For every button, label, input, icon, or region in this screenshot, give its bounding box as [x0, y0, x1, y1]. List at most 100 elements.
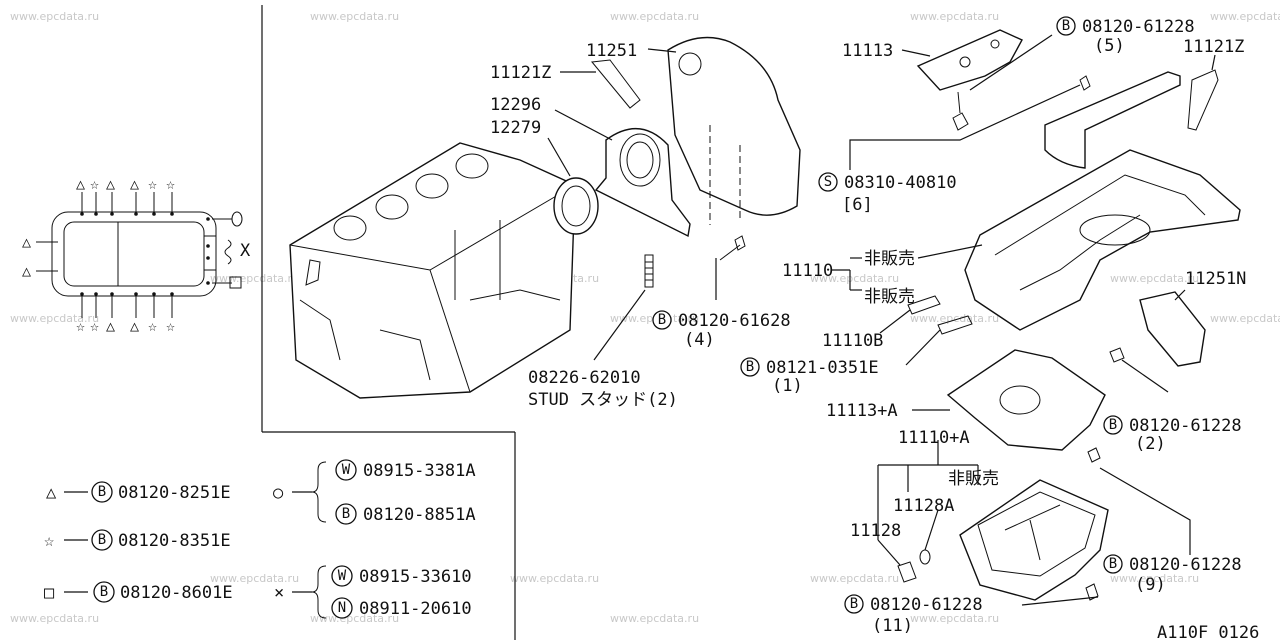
callout-c3: B 08120-61628 (4) — [652, 310, 791, 350]
diagram-code: A110F 0126 — [1157, 623, 1259, 640]
brace-icon — [311, 565, 327, 619]
cylinder-block-illustration — [289, 142, 576, 399]
legend-mark: B — [100, 584, 108, 600]
part-label-11113a: 11113+A — [826, 401, 898, 421]
inset-top-mark: ☆ — [166, 175, 175, 193]
stud-description: STUD スタッド(2) — [528, 390, 678, 410]
callout-qty: (9) — [1135, 575, 1166, 595]
sealant-tube-icon — [591, 59, 641, 109]
frame-lines — [261, 5, 516, 640]
stud-icon — [644, 254, 654, 288]
part-label-11251: 11251 — [586, 41, 637, 61]
legend-x-symbol: × — [274, 583, 284, 603]
callout-c4: B 08121-0351E (1) — [740, 357, 879, 396]
part-label-12296: 12296 — [490, 95, 541, 115]
inset-bottom-mark: ☆ — [76, 317, 85, 335]
inset-left-mark: △ — [22, 233, 31, 251]
callout-c7: B 08120-61228 (11) — [844, 594, 983, 636]
inset-left-mark: △ — [22, 262, 31, 280]
watermark: www.epcdata.ru — [1210, 10, 1280, 23]
legend-number: 08120-8351E — [118, 531, 231, 551]
part-label-11128: 11128 — [850, 521, 901, 541]
callout-qty: (1) — [772, 376, 803, 396]
callout-c2: S 08310-40810 [6] — [818, 172, 957, 215]
watermark: www.epcdata.ru — [310, 612, 399, 625]
callout-number: 08120-61228 — [1129, 416, 1242, 436]
bracket-illustration — [916, 29, 1023, 131]
cover-plate-illustration — [1109, 291, 1206, 367]
callout-c6: B 08120-61228 (9) — [1103, 554, 1242, 595]
callout-qty: (4) — [684, 330, 715, 350]
legend-triangle-symbol: △ — [46, 483, 57, 503]
inset-bottom-mark: △ — [106, 317, 115, 335]
bolt-icon — [1109, 347, 1125, 363]
legend-circle-symbol: ○ — [273, 483, 284, 503]
watermark: www.epcdata.ru — [810, 272, 899, 285]
watermark: www.epcdata.ru — [1110, 572, 1199, 585]
watermark: www.epcdata.ru — [610, 612, 699, 625]
inset-top-mark: △ — [130, 175, 139, 193]
callout-mark: B — [746, 359, 754, 375]
not-for-sale-label: 非販売 — [864, 249, 915, 269]
inset-top-mark: △ — [76, 175, 85, 193]
legend-star-symbol: ☆ — [44, 531, 54, 551]
callout-mark: S — [824, 174, 832, 190]
not-for-sale-label: 非販売 — [948, 469, 999, 489]
legend-mark: N — [338, 600, 346, 616]
callout-number: 08120-61628 — [678, 311, 791, 331]
drain-plug-icon — [897, 561, 917, 583]
not-for-sale-label: 非販売 — [864, 287, 915, 307]
inset-top-mark: ☆ — [148, 175, 157, 193]
callout-qty: (2) — [1135, 434, 1166, 454]
watermark: www.epcdata.ru — [1110, 272, 1199, 285]
sealant-tube-icon — [1187, 69, 1219, 131]
part-label-11110a: 11110+A — [898, 428, 970, 448]
rear-plate-illustration — [667, 36, 801, 261]
legend-mark: W — [338, 568, 347, 584]
brace-icon — [311, 461, 327, 523]
part-labels: 11251 11121Z 12296 12279 11113 11121Z 11… — [490, 37, 1259, 640]
legend-number: 08911-20610 — [359, 599, 472, 619]
part-label-11128a: 11128A — [893, 496, 954, 516]
watermark: www.epcdata.ru — [310, 10, 399, 23]
part-label-11121z-right: 11121Z — [1183, 37, 1244, 57]
bolt-icon — [937, 315, 973, 335]
inset-bottom-mark: ☆ — [90, 317, 99, 335]
baffle-plate-illustration — [946, 349, 1106, 463]
washer-symbol-icon — [231, 211, 243, 227]
part-label-11121z: 11121Z — [490, 63, 551, 83]
stud-part-number: 08226-62010 — [528, 368, 641, 388]
legend-square-symbol: □ — [44, 583, 55, 603]
lower-oil-pan-illustration — [897, 479, 1109, 601]
watermark: www.epcdata.ru — [610, 10, 699, 23]
watermark: www.epcdata.ru — [10, 612, 99, 625]
callout-number: 08120-61228 — [1082, 17, 1195, 37]
brace-icon — [224, 239, 232, 265]
bolt-icon — [1085, 583, 1099, 601]
legend-number: 08915-3381A — [363, 461, 476, 481]
callout-qty: (11) — [872, 616, 913, 636]
washer-icon — [919, 549, 931, 565]
part-label-11113: 11113 — [842, 41, 893, 61]
part-label-11110b: 11110B — [822, 331, 883, 351]
inset-right-mark: X — [240, 241, 251, 261]
square-symbol-icon — [229, 276, 242, 289]
bolt-pattern-inset: △ ☆ △ △ ☆ ☆ ☆ ☆ △ △ ☆ ☆ △ △ X — [22, 175, 251, 335]
legend-number: 08120-8851A — [363, 505, 476, 525]
legend-mark: B — [98, 532, 106, 548]
bolt-icon — [952, 112, 969, 131]
watermark: www.epcdata.ru — [10, 312, 99, 325]
callout-mark: B — [1062, 18, 1070, 34]
watermark: www.epcdata.ru — [10, 10, 99, 23]
callout-number: 08120-61228 — [870, 595, 983, 615]
callout-number: 08121-0351E — [766, 358, 879, 378]
watermark: www.epcdata.ru — [1210, 312, 1280, 325]
legend-mark: B — [98, 484, 106, 500]
watermark: www.epcdata.ru — [210, 272, 299, 285]
callout-qty: [6] — [842, 195, 873, 215]
inset-top-mark: ☆ — [90, 175, 99, 193]
callout-mark: B — [1109, 417, 1117, 433]
watermark: www.epcdata.ru — [910, 10, 999, 23]
legend-number: 08120-8251E — [118, 483, 231, 503]
